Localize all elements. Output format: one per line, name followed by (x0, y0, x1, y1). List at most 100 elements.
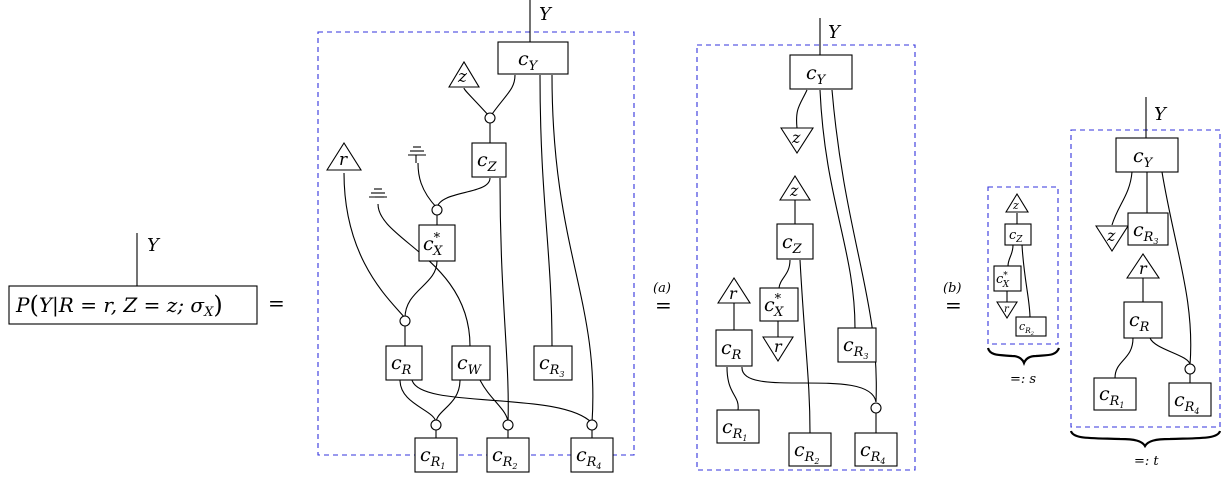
svg-text:r: r (1139, 259, 1148, 278)
z-state-triangle (448, 60, 480, 88)
copy-node (502, 419, 514, 431)
lhs-box (8, 285, 258, 325)
c-X-star-box (759, 287, 799, 322)
svg-text:=: = (655, 293, 672, 317)
svg-text:(b): (b) (943, 281, 961, 296)
panel-t-output-label: Y (1154, 104, 1168, 125)
c-R1-label: cR1 (420, 444, 445, 471)
r-state-triangle (716, 276, 752, 304)
c-Z-box (776, 223, 814, 260)
r-effect-triangle (762, 336, 794, 363)
c-X-star-label: c*X (996, 271, 1010, 290)
copy-node (870, 402, 882, 414)
c-R1-box (414, 437, 458, 473)
z-state-triangle (779, 174, 811, 201)
discard-symbol (408, 146, 426, 156)
c-W-label: cW (457, 352, 483, 378)
c-R2-box (486, 437, 530, 473)
c-X-star-box (993, 265, 1022, 292)
copy-node (431, 204, 443, 216)
c-X-star-label: c*X (764, 292, 784, 320)
svg-text:z: z (457, 67, 468, 87)
discard-symbol (369, 188, 387, 198)
lhs-term: Y P(Y|R = r, Z = z; σX) (8, 233, 258, 325)
step-b-equality: (b) = (943, 281, 962, 317)
c-R-box (385, 345, 423, 381)
c-R2-box (1015, 316, 1047, 337)
c-R-label: cR (721, 337, 742, 363)
z-effect-triangle (1094, 225, 1130, 253)
c-Z-label: cZ (477, 149, 498, 175)
c-R4-label: cR4 (860, 439, 885, 466)
c-R4-box (570, 437, 614, 473)
panel-2-frame (696, 44, 916, 471)
c-Z-box (471, 142, 507, 178)
panel-t-brace (1069, 430, 1222, 449)
svg-text:=: = (945, 293, 962, 317)
r-state-triangle (326, 141, 362, 171)
c-R4-box (1168, 382, 1212, 417)
c-R2-label: cR2 (1019, 320, 1034, 337)
c-Y-label: cY (806, 62, 827, 88)
c-R3-label: cR3 (1133, 219, 1158, 246)
c-R1-box (1093, 377, 1137, 411)
svg-text:r: r (1004, 304, 1010, 315)
c-R3-label: cR3 (539, 352, 564, 379)
c-Z-label: cZ (1009, 228, 1023, 245)
c-R2-label: cR2 (794, 439, 819, 466)
c-R3-label: cR3 (843, 334, 868, 361)
c-R3-box (837, 327, 877, 363)
panel-s-frame (987, 186, 1059, 345)
svg-text:r: r (339, 150, 348, 170)
copy-node (586, 419, 598, 431)
c-X-star-label: c*X (423, 231, 443, 259)
copy-node (484, 112, 496, 124)
c-Y-box (789, 54, 853, 90)
copy-node (430, 419, 442, 431)
c-R1-label: cR1 (722, 416, 747, 443)
svg-text:r: r (774, 337, 783, 356)
svg-text:z: z (1012, 199, 1019, 212)
r-state-triangle (1125, 253, 1161, 279)
c-Y-box (1115, 137, 1179, 173)
svg-text:z: z (789, 181, 799, 200)
panel-1-frame (317, 31, 635, 456)
c-R1-box (716, 409, 760, 444)
c-R-box (1123, 301, 1163, 339)
c-Z-box (1004, 223, 1032, 246)
panel-s: z cZ c*X r cR2 =: s (986, 186, 1061, 387)
z-state-triangle (1005, 192, 1029, 213)
panel-1-output-label: Y (539, 4, 553, 25)
c-R3-box (1127, 212, 1169, 246)
c-Y-box (497, 41, 569, 75)
z-effect-triangle (779, 127, 815, 155)
r-effect-triangle (996, 301, 1018, 320)
panel-s-label: =: s (1010, 372, 1036, 387)
c-Y-label: cY (518, 48, 539, 74)
c-R-label: cR (1129, 309, 1150, 335)
copy-node (399, 315, 411, 327)
c-R-label: cR (391, 352, 412, 378)
c-R-box (715, 329, 753, 367)
svg-text:r: r (729, 284, 738, 303)
panel-s-brace (986, 347, 1061, 366)
lhs-output-label: Y (147, 235, 161, 256)
c-W-box (451, 345, 491, 381)
svg-text:(a): (a) (653, 281, 671, 296)
panel-1: cY z cZ r c*X cR cW cR3 cR1 cR2 cR4 Y (317, 0, 635, 473)
c-R4-label: cR4 (1174, 389, 1199, 416)
lhs-expression: P(Y|R = r, Z = z; σX) (15, 291, 223, 320)
svg-text:z: z (791, 128, 801, 147)
copy-node (1184, 363, 1196, 375)
equals-sign: = (268, 291, 285, 315)
c-R2-box (788, 432, 832, 467)
panel-2-output-label: Y (828, 22, 842, 43)
c-Z-label: cZ (782, 231, 803, 257)
c-R2-label: cR2 (492, 444, 517, 471)
c-R1-label: cR1 (1099, 383, 1124, 410)
panel-t-label: =: t (1134, 454, 1159, 469)
panel-t: cY z cR3 r cR cR1 cR4 Y =: t (1069, 97, 1222, 469)
step-a-equality: (a) = (653, 281, 672, 317)
c-X-star-box (418, 224, 456, 262)
